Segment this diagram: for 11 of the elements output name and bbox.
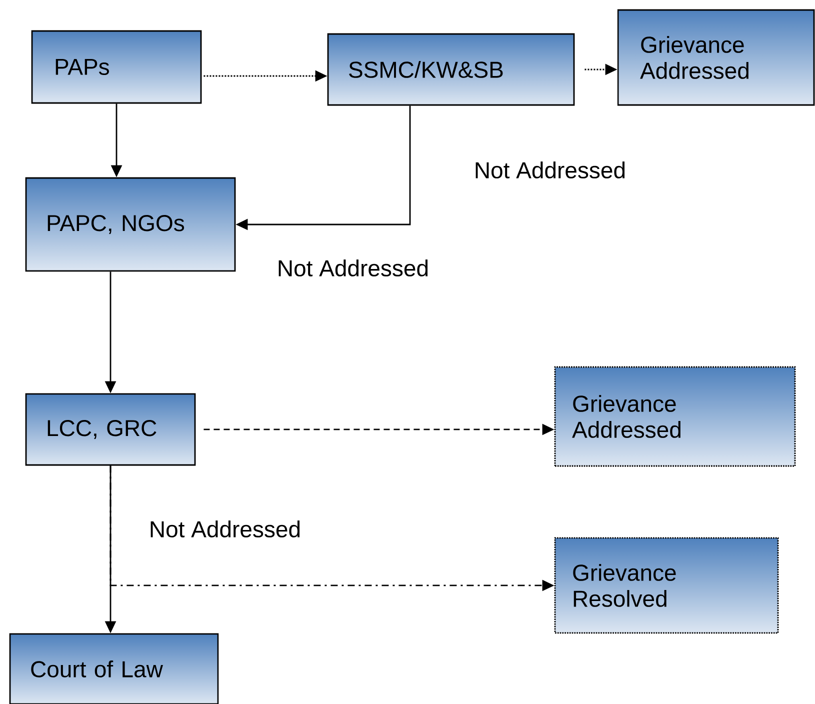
- edge-label: Not Addressed: [276, 258, 430, 278]
- edge-label: Not Addressed: [148, 520, 302, 538]
- process-box: PAPC, NGOs: [25, 177, 236, 272]
- process-box: PAPs: [31, 30, 202, 104]
- process-box: Grievance Addressed: [554, 366, 796, 467]
- note-label: Not Addressed: [476, 162, 625, 178]
- process-box: Court of Law: [9, 633, 219, 704]
- process-box: Grievance Addressed: [617, 9, 815, 106]
- process-box: Grievance Resolved: [554, 537, 779, 634]
- process-box: SSMC/KW&SB: [327, 33, 575, 106]
- process-box: LCC, GRC: [25, 393, 196, 466]
